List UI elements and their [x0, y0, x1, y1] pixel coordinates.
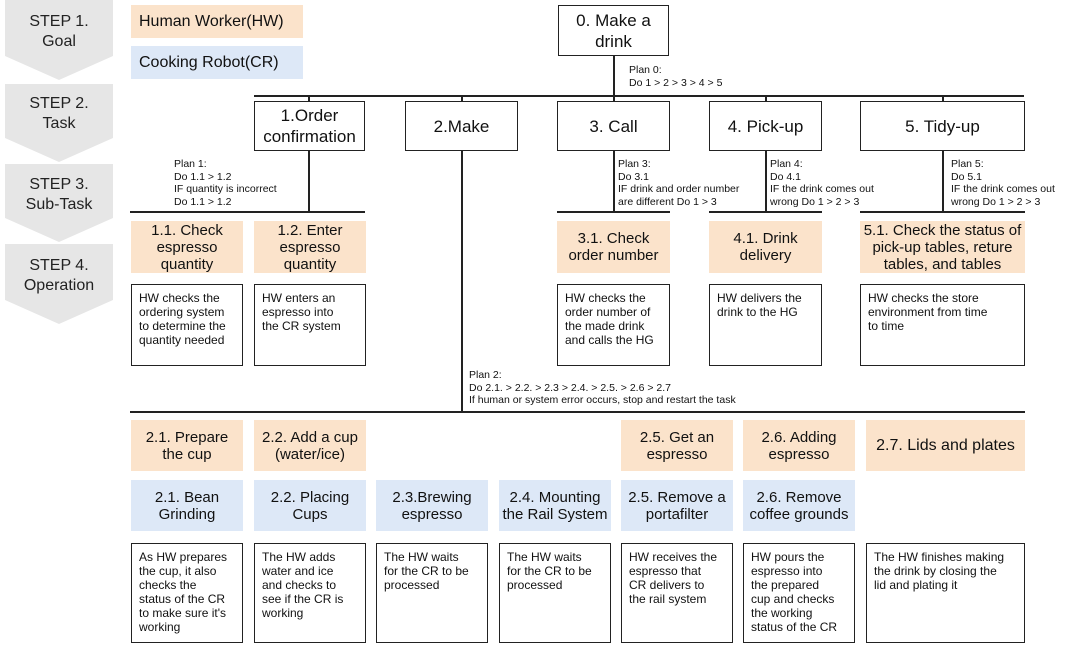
- subtask-4-1-hw: 4.1. Drink delivery: [709, 221, 822, 273]
- legend-human-worker: Human Worker(HW): [131, 5, 303, 38]
- step-1-label: STEP 1. Goal: [29, 13, 89, 50]
- step-3-arrow: [5, 164, 113, 242]
- subtask-2-6-hw: 2.6. Adding espresso: [743, 420, 855, 471]
- goal-connector: [613, 56, 615, 96]
- task-5-drop: [942, 95, 944, 101]
- operation-2-5: HW receives the espresso that CR deliver…: [621, 543, 733, 643]
- operation-1-2: HW enters an espresso into the CR system: [254, 284, 366, 366]
- step-2-label: STEP 2. Task: [29, 95, 89, 132]
- subtask-2-3-cr: 2.3.Brewing espresso: [376, 480, 488, 531]
- task-level-line: [254, 95, 1024, 97]
- step-arrows: [5, 0, 113, 324]
- make-subtask-line: [130, 411, 1025, 413]
- plan-2: Plan 2: Do 2.1. > 2.2. > 2.3 > 2.4. > 2.…: [469, 369, 736, 406]
- subtask-2-1-hw: 2.1. Prepare the cup: [131, 420, 243, 471]
- task-3-connector: [613, 150, 615, 212]
- subtask-2-4-cr: 2.4. Mounting the Rail System: [499, 480, 611, 531]
- operation-4-1: HW delivers the drink to the HG: [709, 284, 822, 366]
- operation-2-2: The HW adds water and ice and checks to …: [254, 543, 366, 643]
- task-2-box: 2.Make: [405, 101, 518, 151]
- step-4-label: STEP 4. Operation: [23, 257, 95, 294]
- plan-4: Plan 4: Do 4.1 IF the drink comes out wr…: [770, 158, 874, 208]
- operation-2-1: As HW prepares the cup, it also checks t…: [131, 543, 243, 643]
- step-3-label: STEP 3. Sub-Task: [25, 176, 93, 213]
- subtask-2-2-hw: 2.2. Add a cup (water/ice): [254, 420, 366, 471]
- task-4-drop: [765, 95, 767, 101]
- step-4-arrow: [5, 244, 113, 324]
- task-1-box: 1.Order confirmation: [254, 101, 365, 151]
- legend-cooking-robot: Cooking Robot(CR): [131, 46, 303, 79]
- task-5-connector: [942, 150, 944, 212]
- operation-2-7: The HW finishes making the drink by clos…: [866, 543, 1025, 643]
- task-3-drop: [613, 95, 615, 101]
- task-3-box: 3. Call: [557, 101, 670, 151]
- plan-5: Plan 5: Do 5.1 IF the drink comes out wr…: [951, 158, 1055, 208]
- task-4-box: 4. Pick-up: [709, 101, 822, 151]
- subtask-2-5-cr: 2.5. Remove a portafilter: [621, 480, 733, 531]
- plan-1: Plan 1: Do 1.1 > 1.2 IF quantity is inco…: [174, 158, 277, 208]
- subtask-5-1-hw: 5.1. Check the status of pick-up tables,…: [860, 221, 1025, 273]
- subtask-2-2-cr: 2.2. Placing Cups: [254, 480, 366, 531]
- operation-2-6: HW pours the espresso into the prepared …: [743, 543, 855, 643]
- subtask-2-1-cr: 2.1. Bean Grinding: [131, 480, 243, 531]
- step-1-arrow: [5, 0, 113, 80]
- task-4-subtask-line: [709, 211, 822, 213]
- operation-3-1: HW checks the order number of the made d…: [557, 284, 670, 366]
- task-1-drop: [308, 95, 310, 101]
- step-2-arrow: [5, 84, 113, 162]
- subtask-3-1-hw: 3.1. Check order number: [557, 221, 670, 273]
- subtask-2-5-hw: 2.5. Get an espresso: [621, 420, 733, 471]
- task-5-box: 5. Tidy-up: [860, 101, 1025, 151]
- plan-3: Plan 3: Do 3.1 IF drink and order number…: [618, 158, 740, 208]
- subtask-1-1-hw: 1.1. Check espresso quantity: [131, 221, 243, 273]
- task-3-subtask-line: [557, 211, 670, 213]
- operation-2-3: The HW waits for the CR to be processed: [376, 543, 488, 643]
- subtask-1-2-hw: 1.2. Enter espresso quantity: [254, 221, 366, 273]
- task-2-connector: [461, 150, 463, 412]
- task-2-drop: [461, 95, 463, 101]
- subtask-2-7-hw: 2.7. Lids and plates: [866, 420, 1025, 471]
- task-1-connector: [308, 150, 310, 212]
- task-4-connector: [765, 150, 767, 212]
- goal-box: 0. Make a drink: [558, 5, 669, 56]
- task-5-subtask-line: [860, 211, 1025, 213]
- plan-0: Plan 0: Do 1 > 2 > 3 > 4 > 5: [629, 64, 723, 89]
- operation-2-4: The HW waits for the CR to be processed: [499, 543, 611, 643]
- operation-5-1: HW checks the store environment from tim…: [860, 284, 1025, 366]
- operation-1-1: HW checks the ordering system to determi…: [131, 284, 243, 366]
- task-1-subtask-line: [130, 211, 365, 213]
- subtask-2-6-cr: 2.6. Remove coffee grounds: [743, 480, 855, 531]
